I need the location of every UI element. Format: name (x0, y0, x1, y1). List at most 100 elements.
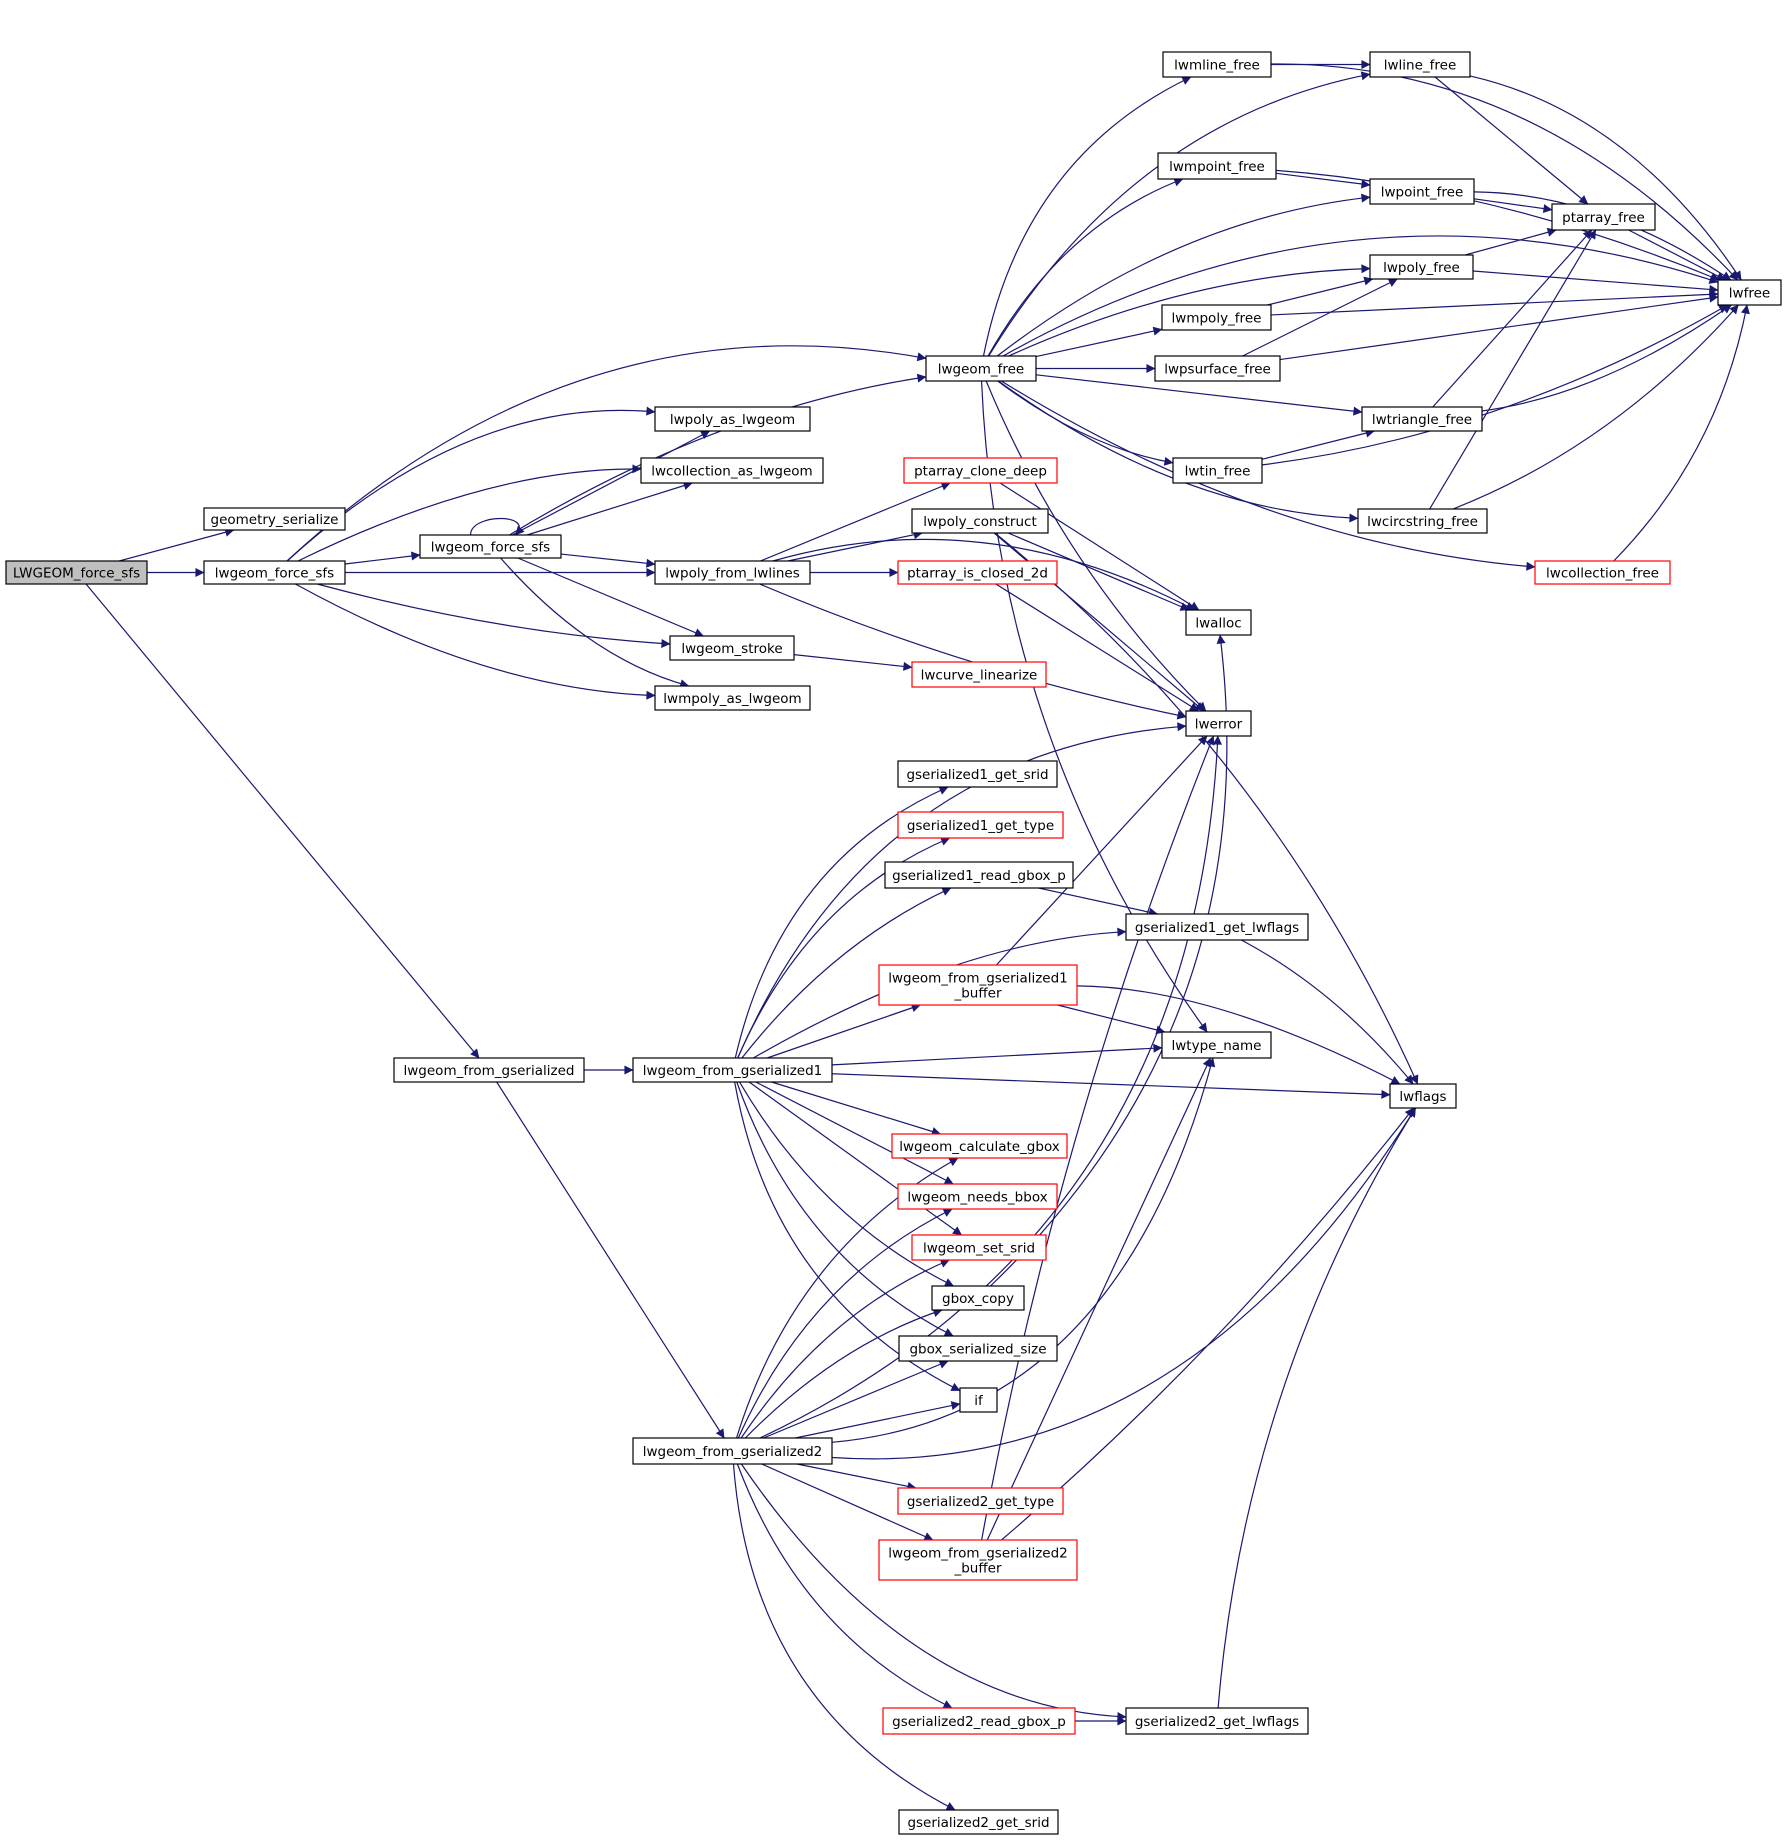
node-box (1369, 254, 1474, 280)
edge-lwgeom_free-to-lwmpoly_free (1035, 326, 1163, 358)
node-lwcollection-free[interactable]: lwcollection_free (1534, 560, 1671, 585)
node-lwline-free[interactable]: lwline_free (1369, 51, 1471, 78)
edge-lwgeom_force_sfs_b-to-lwgeom_stroke (517, 557, 704, 637)
node-lwpoly-from-lwlines[interactable]: lwpoly_from_lwlines (654, 560, 811, 585)
edge-lwgeom_from_gserialized2-to-lwerror (759, 735, 1222, 1439)
edge-lwgeom_force_sfs_b-to-lwmpoly_as_lwgeom (500, 557, 690, 689)
node-if[interactable]: if (959, 1387, 998, 1413)
node-box (632, 1437, 833, 1465)
node-lwtype-name[interactable]: lwtype_name (1161, 1031, 1272, 1059)
edge-ptarray_free-to-lwfree (1628, 229, 1726, 281)
node-geometry-serialize[interactable]: geometry_serialize (203, 507, 346, 531)
node-gserialized2-get-type[interactable]: gserialized2_get_type (897, 1487, 1064, 1515)
node-lwpsurface-free[interactable]: lwpsurface_free (1154, 355, 1281, 382)
node-label: ptarray_is_closed_2d (907, 566, 1048, 582)
node-lwmpoly-as-lwgeom[interactable]: lwmpoly_as_lwgeom (654, 685, 811, 711)
node-lwgeom-needs-bbox[interactable]: lwgeom_needs_bbox (897, 1183, 1058, 1210)
node-lwgeom-force-sfs-b[interactable]: lwgeom_force_sfs (419, 534, 562, 559)
node-lwcircstring-free[interactable]: lwcircstring_free (1357, 508, 1488, 534)
node-lwfree[interactable]: lwfree (1717, 279, 1782, 306)
node-gserialized2-get-lwflags[interactable]: gserialized2_get_lwflags (1125, 1707, 1309, 1735)
node-lwmpoly-free[interactable]: lwmpoly_free (1161, 304, 1272, 331)
nodes: LWGEOM_force_sfsgeometry_serializelwgeom… (5, 51, 1782, 1835)
node-lwpoly-as-lwgeom[interactable]: lwpoly_as_lwgeom (654, 406, 811, 432)
node-label: geometry_serialize (211, 512, 339, 528)
edge-lwpsurface_free-to-lwpoly_free (1242, 278, 1398, 357)
node-label: lwpoly_as_lwgeom (670, 412, 795, 428)
node-lwpoly-free[interactable]: lwpoly_free (1369, 254, 1474, 280)
node-lwgeom-stroke[interactable]: lwgeom_stroke (669, 635, 795, 661)
edge-lwpoly_construct-to-lwalloc (1007, 532, 1190, 611)
edge-lwgeom_free-to-lwtriangle_free (1035, 374, 1363, 416)
node-lwtriangle-free[interactable]: lwtriangle_free (1361, 406, 1483, 432)
node-lwcollection-as-lwgeom[interactable]: lwcollection_as_lwgeom (640, 457, 824, 484)
node-ptarray-is-closed-2d[interactable]: ptarray_is_closed_2d (897, 560, 1058, 585)
node-lwgeom-from-gserialized2-buffer[interactable]: lwgeom_from_gserialized2_buffer (878, 1539, 1078, 1581)
node-box (1369, 178, 1475, 205)
node-box (925, 355, 1037, 382)
node-gserialized2-read-gbox-p[interactable]: gserialized2_read_gbox_p (882, 1707, 1076, 1735)
edge-lwpoly_from_lwlines-to-lwpoly_construct (787, 530, 923, 562)
node-box (640, 457, 824, 484)
edge-lwgeom_from_gserialized2-to-gbox_serialized_size (763, 1360, 949, 1439)
node-box (1154, 355, 1281, 382)
node-lwgeom-from-gserialized1[interactable]: lwgeom_from_gserialized1 (632, 1057, 833, 1083)
node-label: lwpoint_free (1381, 185, 1464, 201)
node-label: gserialized1_get_type (907, 818, 1054, 834)
node-lwerror[interactable]: lwerror (1185, 710, 1252, 737)
edge-lwgeom_free-to-lwpoint_free (996, 193, 1371, 357)
edge-lwgeom_from_gserialized2-to-lwgeom_from_gserialized2_buffer (761, 1463, 934, 1541)
node-gbox-copy[interactable]: gbox_copy (931, 1285, 1025, 1311)
edge-lwpoly_construct-to-lwflags (994, 532, 1419, 1085)
node-lwflags[interactable]: lwflags (1389, 1083, 1457, 1109)
node-label: lwline_free (1384, 58, 1457, 74)
node-root[interactable]: LWGEOM_force_sfs (5, 560, 148, 585)
node-lwmline-free[interactable]: lwmline_free (1162, 51, 1272, 78)
node-label: gbox_copy (942, 1291, 1014, 1307)
edge-lwtin_free-to-lwtriangle_free (1261, 428, 1375, 460)
node-label: gbox_serialized_size (909, 1342, 1046, 1358)
node-gserialized1-get-lwflags[interactable]: gserialized1_get_lwflags (1125, 913, 1309, 941)
node-lwcurve-linearize[interactable]: lwcurve_linearize (911, 661, 1047, 688)
node-gserialized1-get-srid[interactable]: gserialized1_get_srid (897, 760, 1058, 788)
node-lwgeom-force-sfs-a[interactable]: lwgeom_force_sfs (203, 560, 346, 585)
node-lwtin-free[interactable]: lwtin_free (1172, 457, 1263, 484)
node-label: if (974, 1393, 984, 1409)
edge-lwgeom_force_sfs_a-to-lwcollection_as_lwgeom (297, 464, 642, 562)
node-label: _buffer (953, 1561, 1001, 1577)
node-gserialized1-read-gbox-p[interactable]: gserialized1_read_gbox_p (884, 861, 1074, 889)
node-lwpoint-free[interactable]: lwpoint_free (1369, 178, 1475, 205)
node-gserialized2-get-srid[interactable]: gserialized2_get_srid (898, 1809, 1059, 1835)
node-box (878, 1539, 1078, 1581)
node-ptarray-free[interactable]: ptarray_free (1551, 203, 1656, 231)
node-lwgeom-from-gserialized1-buffer[interactable]: lwgeom_from_gserialized1_buffer (878, 964, 1078, 1006)
node-label: lwcurve_linearize (921, 668, 1038, 684)
node-lwalloc[interactable]: lwalloc (1185, 609, 1252, 636)
node-lwgeom-from-gserialized[interactable]: lwgeom_from_gserialized (393, 1057, 585, 1083)
node-label: lwerror (1195, 717, 1243, 733)
node-gbox-serialized-size[interactable]: gbox_serialized_size (898, 1335, 1058, 1362)
edge-lwgeom_free-to-lwmpoint_free (987, 177, 1184, 357)
node-label: gserialized2_get_lwflags (1135, 1714, 1299, 1730)
node-label: lwgeom_from_gserialized1 (888, 971, 1068, 987)
node-lwpoly-construct[interactable]: lwpoly_construct (911, 508, 1049, 534)
node-ptarray-clone-deep[interactable]: ptarray_clone_deep (903, 457, 1058, 484)
node-lwgeom-set-srid[interactable]: lwgeom_set_srid (911, 1234, 1047, 1261)
edges (85, 60, 1750, 1811)
node-label: lwcollection_as_lwgeom (651, 464, 812, 480)
node-gserialized1-get-type[interactable]: gserialized1_get_type (897, 811, 1064, 839)
node-lwmpoint-free[interactable]: lwmpoint_free (1157, 152, 1277, 180)
node-box (878, 964, 1078, 1006)
node-lwgeom-free[interactable]: lwgeom_free (925, 355, 1037, 382)
edge-lwcollection_free-to-lwfree (1613, 304, 1750, 562)
edge-lwgeom_from_gserialized2-to-if (795, 1401, 961, 1439)
edge-lwgeom_force_sfs_b-to-lwgeom_free (509, 373, 927, 536)
edge-lwgeom_from_gserialized2_buffer-to-lwerror (981, 735, 1215, 1541)
edge-lwtin_free-to-lwfree (1261, 304, 1729, 466)
node-lwgeom-from-gserialized2[interactable]: lwgeom_from_gserialized2 (632, 1437, 833, 1465)
node-label: lwgeom_force_sfs (431, 540, 550, 556)
edge-lwgeom_from_gserialized2-to-gserialized2_get_type (796, 1463, 917, 1491)
edge-lwgeom_force_sfs_a-to-lwmpoly_as_lwgeom (295, 583, 656, 700)
node-lwgeom-calculate-gbox[interactable]: lwgeom_calculate_gbox (891, 1133, 1068, 1159)
